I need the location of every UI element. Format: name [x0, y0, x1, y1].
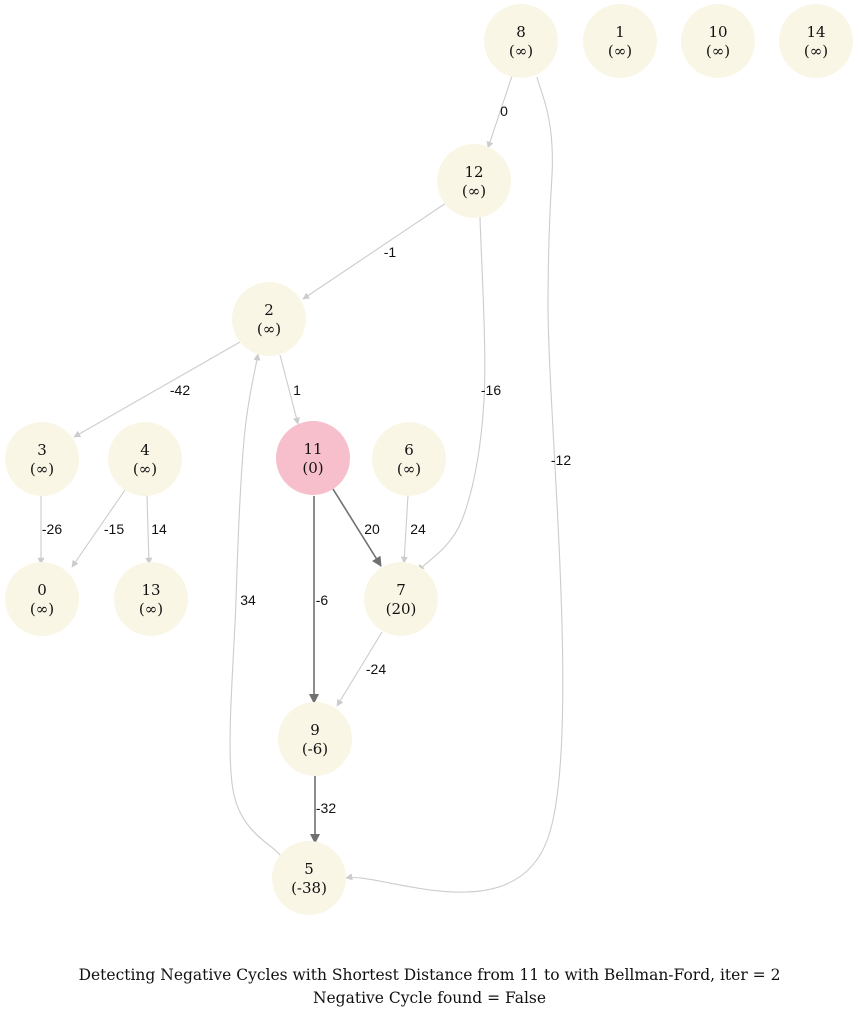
node-9: 9(-6) — [278, 702, 352, 776]
edge-weight-8-12: 0 — [500, 103, 508, 119]
node-circle — [681, 4, 755, 78]
edge-4-13 — [145, 494, 153, 565]
edge-8-5 — [345, 76, 564, 893]
node-distance-label: (-6) — [302, 740, 328, 758]
node-id-label: 1 — [615, 23, 625, 41]
edge-6-7 — [400, 494, 409, 564]
node-2: 2(∞) — [232, 282, 306, 356]
edge-weight-9-5: -32 — [316, 800, 336, 816]
node-distance-label: (∞) — [608, 42, 632, 60]
node-id-label: 4 — [140, 441, 150, 459]
node-circle — [272, 841, 346, 915]
node-id-label: 10 — [708, 23, 727, 41]
edge-weight-2-11: 1 — [293, 382, 301, 398]
node-12: 12(∞) — [437, 144, 511, 218]
node-8: 8(∞) — [484, 4, 558, 78]
node-circle — [278, 702, 352, 776]
node-circle — [5, 422, 79, 496]
node-distance-label: (20) — [386, 600, 417, 618]
caption-title: Detecting Negative Cycles with Shortest … — [78, 966, 781, 984]
edge-weight-4-13: 14 — [151, 521, 167, 537]
edge-12-2 — [302, 202, 447, 300]
node-5: 5(-38) — [272, 841, 346, 915]
edge-8-12 — [486, 75, 513, 149]
node-id-label: 2 — [264, 301, 274, 319]
node-circle — [437, 144, 511, 218]
node-11: 11(0) — [276, 421, 350, 495]
edge-11-7 — [332, 488, 382, 567]
edge-weight-5-2: 34 — [240, 592, 256, 608]
node-distance-label: (∞) — [139, 600, 163, 618]
node-distance-label: (∞) — [257, 320, 281, 338]
node-distance-label: (∞) — [462, 182, 486, 200]
node-distance-label: (∞) — [397, 460, 421, 478]
node-circle — [114, 562, 188, 636]
edge-2-3 — [73, 341, 241, 438]
node-6: 6(∞) — [372, 422, 446, 496]
node-circle — [583, 4, 657, 78]
node-id-label: 5 — [304, 860, 314, 878]
node-id-label: 6 — [404, 441, 414, 459]
node-distance-label: (∞) — [30, 600, 54, 618]
node-distance-label: (∞) — [133, 460, 157, 478]
nodes-layer: 8(∞)1(∞)10(∞)14(∞)12(∞)2(∞)3(∞)4(∞)11(0)… — [5, 4, 853, 915]
node-7: 7(20) — [364, 562, 438, 636]
node-id-label: 8 — [516, 23, 526, 41]
edge-weight-6-7: 24 — [410, 521, 426, 537]
edge-weight-8-5: -12 — [551, 452, 571, 468]
caption-status: Negative Cycle found = False — [312, 989, 547, 1007]
node-3: 3(∞) — [5, 422, 79, 496]
node-circle — [364, 562, 438, 636]
source-node-circle — [276, 421, 350, 495]
node-14: 14(∞) — [779, 4, 853, 78]
node-4: 4(∞) — [108, 422, 182, 496]
node-circle — [779, 4, 853, 78]
node-id-label: 14 — [806, 23, 825, 41]
edge-7-9 — [336, 631, 383, 707]
edge-weight-7-9: -24 — [366, 661, 386, 677]
node-10: 10(∞) — [681, 4, 755, 78]
node-id-label: 7 — [396, 581, 406, 599]
edges-layer — [37, 75, 564, 893]
node-circle — [232, 282, 306, 356]
node-id-label: 13 — [141, 581, 160, 599]
node-circle — [108, 422, 182, 496]
node-distance-label: (∞) — [509, 42, 533, 60]
edge-weight-12-2: -1 — [384, 244, 397, 260]
node-id-label: 3 — [37, 441, 47, 459]
edge-weight-12-7: -16 — [481, 382, 501, 398]
edge-weight-11-7: 20 — [364, 521, 380, 537]
node-circle — [372, 422, 446, 496]
node-circle — [5, 562, 79, 636]
edge-weight-4-0: -15 — [104, 521, 124, 537]
edge-weight-3-0: -26 — [42, 521, 62, 537]
node-distance-label: (∞) — [804, 42, 828, 60]
edge-4-0 — [71, 489, 126, 568]
edge-5-2 — [229, 353, 281, 856]
edge-12-7 — [417, 216, 486, 572]
node-1: 1(∞) — [583, 4, 657, 78]
node-id-label: 11 — [303, 440, 322, 458]
node-circle — [484, 4, 558, 78]
node-0: 0(∞) — [5, 562, 79, 636]
node-id-label: 9 — [310, 721, 320, 739]
node-13: 13(∞) — [114, 562, 188, 636]
node-distance-label: (∞) — [30, 460, 54, 478]
edge-weight-11-9: -6 — [316, 592, 329, 608]
edge-2-11 — [279, 354, 300, 425]
edge-weight-2-3: -42 — [170, 382, 190, 398]
node-id-label: 12 — [464, 163, 483, 181]
node-distance-label: (0) — [302, 459, 323, 477]
node-id-label: 0 — [37, 581, 47, 599]
node-distance-label: (-38) — [291, 879, 327, 897]
node-distance-label: (∞) — [706, 42, 730, 60]
